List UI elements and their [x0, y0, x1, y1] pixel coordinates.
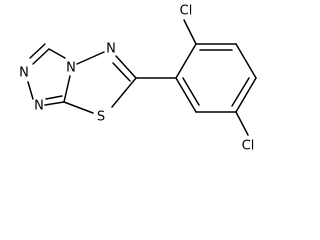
bond-ar4-ar5 — [235, 77, 257, 113]
bond-c1-n3 — [48, 48, 66, 59]
bond-c2-s — [111, 77, 137, 108]
bond-ar3-ar4 — [235, 43, 257, 79]
bond-ar6-ar1 — [175, 77, 197, 113]
chemical-structure: N N N N S Cl Cl — [19, 4, 257, 154]
bond-n4-c2 — [115, 55, 137, 79]
bond-ar2-cl — [183, 19, 197, 45]
bond-n1-n2 — [27, 81, 34, 100]
atom-s: S — [97, 110, 105, 125]
bond-ar5-cl — [235, 111, 249, 136]
bond-ar4-ar5-double — [231, 77, 250, 107]
atom-cl-top: Cl — [180, 4, 193, 19]
bond-ar6-ar1-double — [182, 77, 200, 106]
bond-c1-n1 — [32, 48, 50, 65]
bond-c7a-n3 — [63, 75, 71, 103]
atom-n3: N — [66, 61, 76, 76]
atom-n1: N — [19, 66, 29, 81]
bond-n2-c7a-double — [45, 95, 63, 100]
bond-n3-n4 — [76, 51, 105, 65]
bond-ar1-ar2 — [175, 43, 197, 79]
bond-n2-c7a — [44, 101, 65, 106]
atom-n4: N — [106, 42, 116, 57]
bond-s-c7a — [63, 101, 94, 114]
atom-cl-bottom: Cl — [242, 139, 255, 154]
bond-c1-n1-double — [29, 43, 46, 59]
atom-n2: N — [34, 99, 44, 114]
bond-n4-c2-double — [112, 62, 131, 82]
